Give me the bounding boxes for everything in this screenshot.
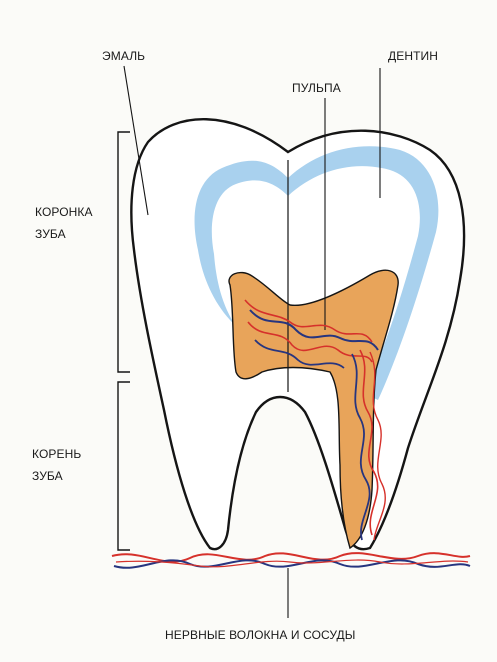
crown-bracket — [118, 132, 130, 372]
label-enamel: ЭМАЛЬ — [102, 48, 145, 64]
base-blue — [114, 560, 470, 567]
label-dentin: ДЕНТИН — [388, 48, 438, 64]
root-bracket — [118, 382, 130, 550]
label-nerves: НЕРВНЫЕ ВОЛОКНА И СОСУДЫ — [165, 627, 356, 643]
label-crown-line1: КОРОНКА — [35, 204, 93, 220]
base-vessels — [112, 553, 470, 568]
label-pulp: ПУЛЬПА — [292, 80, 341, 96]
label-root-line2: ЗУБА — [32, 468, 63, 484]
label-crown-line2: ЗУБА — [35, 226, 66, 242]
label-root-line1: КОРЕНЬ — [32, 446, 81, 462]
